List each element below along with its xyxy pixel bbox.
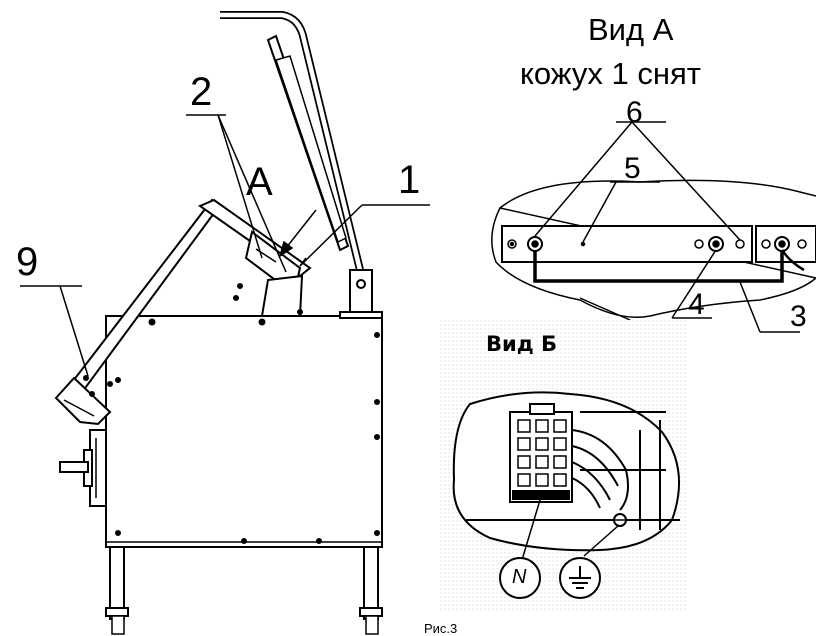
- view-b-detail: [440, 320, 686, 610]
- view-a-letter: A: [246, 160, 273, 204]
- callout-6: 6: [626, 96, 643, 129]
- callout-1: 1: [398, 158, 421, 202]
- view-a-subtitle: кожух 1 снят: [520, 56, 701, 91]
- jumper-wire: [533, 250, 784, 283]
- neutral-label: N: [512, 566, 527, 588]
- callout-3: 3: [790, 300, 807, 333]
- callout-9: 9: [16, 240, 39, 284]
- view-b-title: Вид Б: [486, 332, 557, 356]
- callout-5: 5: [624, 152, 641, 185]
- figure-caption: Рис.3: [424, 621, 458, 636]
- ground-icon: [569, 566, 591, 589]
- terminal-plate-5: [501, 225, 753, 263]
- leader-lines-main: [20, 114, 430, 377]
- callout-2: 2: [190, 70, 213, 114]
- machine-side-view: [54, 11, 383, 635]
- neutral-symbol: [499, 557, 541, 599]
- callout-4: 4: [688, 288, 705, 321]
- machine-body: [105, 315, 383, 548]
- view-a-title: Вид А: [588, 12, 674, 47]
- view-a-detail: [491, 121, 816, 333]
